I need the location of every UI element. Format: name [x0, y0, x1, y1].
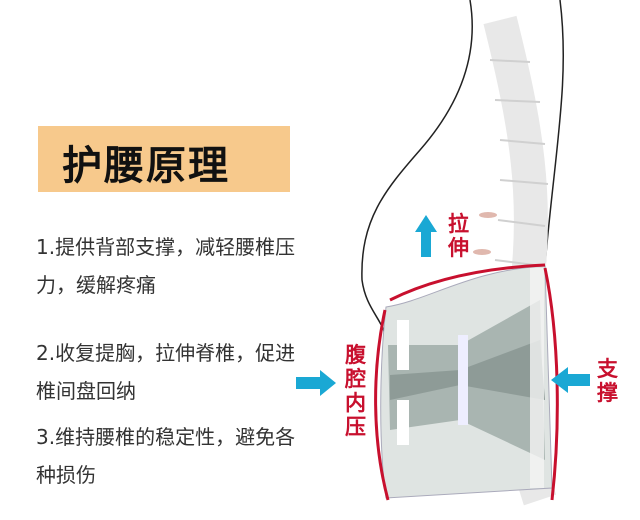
front-pressure-curve: [374, 309, 390, 501]
body-outline-front: [361, 0, 473, 341]
point-1: 1.提供背部支撑，减轻腰椎压力，缓解疼痛: [36, 235, 296, 297]
page-title: 护腰原理: [62, 143, 230, 189]
point-3: 3.维持腰椎的稳定性，避免各种损伤: [36, 425, 296, 487]
back-support-curve: [543, 267, 559, 501]
title-banner: [38, 126, 290, 192]
arrow-left-icon: [551, 367, 590, 393]
label-support: 支撑: [597, 357, 618, 405]
label-stretch: 拉伸: [448, 212, 469, 260]
arrow-up-icon: [415, 215, 437, 257]
label-abdominal-pressure: 腹腔内压: [345, 343, 366, 439]
body-outline-back: [544, 0, 565, 266]
stretch-curve: [389, 263, 546, 302]
lumbar-brace: [380, 265, 553, 499]
arrow-right-icon: [296, 370, 336, 396]
point-2: 2.收复提胸，拉伸脊椎，促进椎间盘回纳: [36, 341, 296, 403]
